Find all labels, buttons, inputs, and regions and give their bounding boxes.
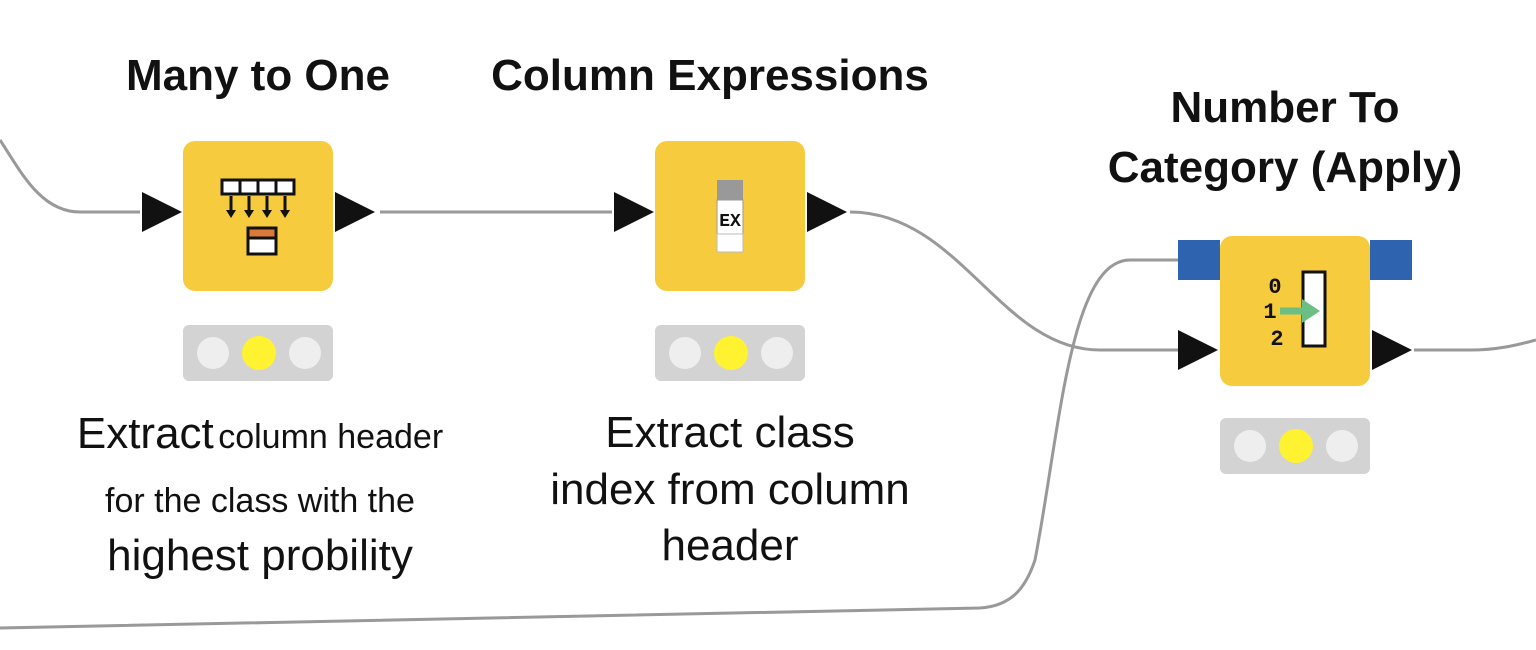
status-indicator	[1220, 418, 1370, 474]
node-many-to-one[interactable]	[142, 141, 375, 381]
connection-outgoing-right	[1414, 338, 1536, 352]
node-body[interactable]	[183, 141, 333, 291]
connection-column-to-number	[849, 210, 1178, 352]
node-title-column-expressions: Column Expressions	[491, 51, 929, 100]
output-port[interactable]	[807, 192, 847, 232]
model-input-port[interactable]	[1178, 240, 1220, 280]
status-light-red	[669, 337, 701, 369]
status-light-green	[289, 337, 321, 369]
status-light-yellow	[1279, 429, 1313, 463]
node-title-line-2: Category (Apply)	[1107, 143, 1463, 192]
node-title-line-1: Number To	[1170, 83, 1400, 132]
svg-text:2: 2	[1270, 327, 1283, 352]
annotation-text: Extract class	[605, 408, 855, 457]
svg-text:EX: EX	[719, 212, 741, 232]
connection-incoming-left	[0, 139, 140, 214]
input-port[interactable]	[614, 192, 654, 232]
node-annotation-column-expressions: Extract class index from column header	[490, 404, 970, 574]
expression-icon: EX	[716, 180, 744, 253]
status-light-yellow	[714, 336, 748, 370]
status-light-green	[761, 337, 793, 369]
annotation-text: Extract	[76, 409, 214, 458]
svg-text:0: 0	[1268, 275, 1281, 300]
input-port[interactable]	[1178, 330, 1218, 370]
status-light-green	[1326, 430, 1358, 462]
node-title-number-to-category: Number To Category (Apply)	[1060, 78, 1510, 198]
connection-model-input	[0, 258, 1178, 630]
number-to-category-icon: 0 1 2	[1263, 270, 1327, 352]
status-light-red	[1234, 430, 1266, 462]
annotation-text: for the class with the	[105, 482, 415, 520]
node-title-many-to-one: Many to One	[125, 51, 391, 100]
output-port[interactable]	[1372, 330, 1412, 370]
output-port[interactable]	[335, 192, 375, 232]
status-indicator	[655, 325, 805, 381]
many-to-one-icon	[220, 178, 296, 256]
annotation-text: index from column	[550, 465, 910, 514]
node-annotation-many-to-one: Extract column header for the class with…	[20, 404, 500, 584]
annotation-text: header	[661, 521, 799, 570]
status-light-yellow	[242, 336, 276, 370]
annotation-text: highest probility	[107, 531, 413, 580]
status-indicator	[183, 325, 333, 381]
annotation-text: column header	[218, 418, 444, 456]
model-output-port[interactable]	[1370, 240, 1412, 280]
svg-text:1: 1	[1263, 300, 1276, 325]
status-light-red	[197, 337, 229, 369]
node-column-expressions[interactable]: EX	[614, 141, 847, 381]
input-port[interactable]	[142, 192, 182, 232]
node-number-to-category[interactable]: 0 1 2	[1178, 236, 1412, 474]
